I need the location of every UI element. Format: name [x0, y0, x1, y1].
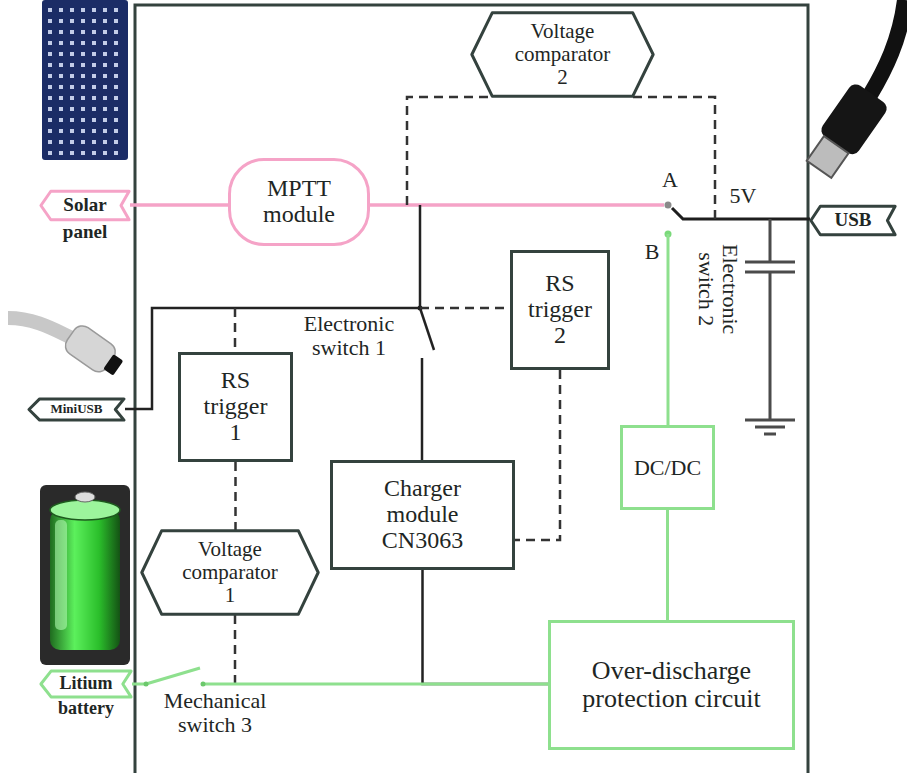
solar-output-wire — [370, 205, 664, 206]
miniusb-plug-picture — [8, 318, 127, 381]
comparator-hexagon-outline-shape — [142, 531, 318, 614]
port-tag-outline-shape — [41, 191, 129, 220]
housing-frame — [135, 5, 808, 773]
miniusb-plug-picture-part-part — [103, 354, 123, 376]
battery-picture-part — [55, 520, 67, 630]
usb-plug-picture-part-part — [807, 136, 849, 178]
node-text: MPTT module — [254, 176, 344, 228]
trigger-box: RS trigger 2 — [510, 250, 610, 370]
solar-panel-picture-part — [46, 4, 124, 156]
wire-connector — [515, 370, 560, 540]
port-tag: Solarpanel — [40, 190, 130, 221]
switch-1-wires-part — [420, 308, 434, 350]
port-tag-outline-shape — [811, 206, 895, 235]
terminal-label: B — [641, 240, 663, 264]
battery-picture-part — [50, 500, 120, 520]
text-holder: RS trigger 2 — [524, 271, 596, 349]
port-tag: Litiumbattery — [40, 670, 132, 698]
node-text: RS trigger 2 — [524, 271, 596, 349]
switch-2-part — [665, 202, 672, 209]
comparator-hexagon: Voltage comparator 1 — [140, 530, 320, 615]
solar-panel-picture-part — [42, 0, 128, 160]
solar-output-wire-part — [370, 203, 664, 207]
converter-box: DC/DC — [620, 425, 715, 510]
battery-picture-part — [75, 492, 95, 502]
housing-frame-part — [135, 5, 808, 773]
capacitor-symbol — [745, 219, 795, 434]
wire-connector — [130, 203, 228, 207]
node-text: Litium — [59, 674, 112, 693]
node-text: Voltage comparator 2 — [510, 20, 616, 88]
text-holder: Charger module CN3063 — [363, 476, 483, 554]
port-tag-outline-shape — [29, 398, 124, 419]
text-holder: RS trigger 1 — [200, 368, 272, 446]
port-tag: USB — [810, 205, 896, 236]
text-holder: Litium — [59, 674, 112, 693]
mechanical-switch-symbol-part — [201, 682, 206, 687]
terminal-label: A — [658, 168, 682, 192]
wire-connector — [234, 462, 237, 530]
miniusb-plug-picture-part — [62, 322, 128, 381]
protection-box: Over-discharge protection circuit — [548, 620, 795, 750]
text-holder: Voltage comparator 2 — [510, 20, 616, 88]
node-subtext: battery — [40, 698, 132, 719]
wire-connector — [423, 570, 549, 684]
module-rounded-box: MPTT module — [228, 158, 370, 246]
node-subtext: panel — [40, 221, 130, 243]
solar-panel-picture — [42, 0, 128, 160]
voltage-label: 5V — [726, 184, 760, 208]
battery-picture-part — [40, 485, 130, 665]
port-tag-outline-shape — [41, 671, 131, 697]
text-holder: Over-discharge protection circuit — [582, 657, 762, 713]
miniusb-plug-picture-part — [8, 318, 72, 338]
node-text: DC/DC — [634, 456, 701, 480]
text-holder: MPTT module — [254, 176, 344, 228]
trigger-box: RS trigger 1 — [178, 352, 293, 462]
text-holder: Voltage comparator 1 — [177, 538, 283, 606]
switch-label: Mechanical switch 3 — [140, 689, 290, 737]
text-holder: DC/DC — [634, 456, 701, 480]
node-text: Charger module CN3063 — [363, 476, 483, 554]
comparator-hexagon: Voltage comparator 2 — [470, 12, 655, 97]
node-text: USB — [835, 210, 872, 231]
switch-1-wires-part — [419, 205, 422, 308]
battery-picture — [40, 485, 130, 665]
text-holder: Solar — [63, 195, 106, 216]
usb-plug-picture — [801, 0, 905, 182]
node-text: Voltage comparator 1 — [177, 538, 283, 606]
port-tag: MiniUSB — [28, 398, 125, 421]
capacitor-symbol-part — [745, 219, 795, 434]
mechanical-switch-symbol-part — [146, 668, 200, 684]
switch-1-wires-part — [421, 358, 424, 460]
node-text: Solar — [63, 195, 106, 216]
text-holder: MiniUSB — [50, 402, 102, 416]
mechanical-switch-symbol-part — [144, 682, 149, 687]
battery-picture-part — [50, 510, 120, 650]
node-text: MiniUSB — [50, 402, 102, 416]
node-text: RS trigger 1 — [200, 368, 272, 446]
charger-box: Charger module CN3063 — [330, 460, 515, 570]
switch-2-part — [672, 208, 810, 219]
wire-connector — [666, 510, 669, 620]
battery-side-wire — [668, 234, 669, 425]
usb-plug-picture-part — [870, 0, 905, 95]
battery-side-wire-part — [667, 234, 670, 425]
text-holder: USB — [835, 210, 872, 231]
comparator-hexagon-outline-shape — [472, 13, 653, 96]
usb-plug-picture-part — [801, 81, 890, 182]
switch-label: Electronic switch 1 — [288, 312, 410, 360]
node-text: Over-discharge protection circuit — [582, 657, 762, 713]
switch-label: Electronic switch 2 — [694, 229, 742, 349]
